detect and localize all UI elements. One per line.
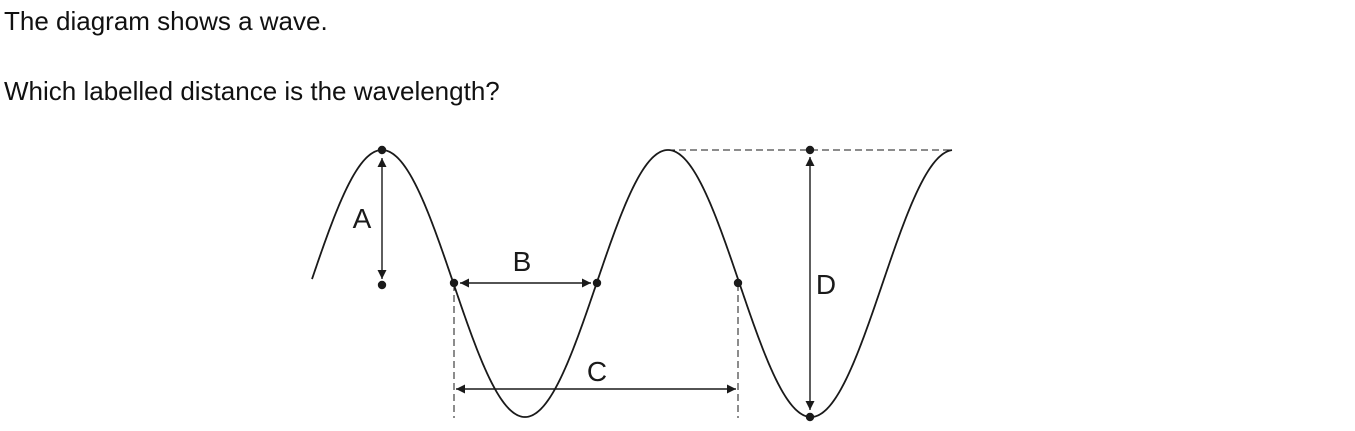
point-d-top (805, 145, 815, 155)
wave-curve (311, 149, 953, 418)
point-a-top (377, 145, 387, 155)
point-b-right (592, 278, 602, 288)
label-b: B (513, 246, 532, 277)
point-c-right (733, 278, 743, 288)
question-intro: The diagram shows a wave. (4, 6, 328, 36)
point-b-left (449, 278, 459, 288)
point-d-bottom (805, 412, 815, 422)
label-c: C (587, 356, 607, 387)
label-a: A (353, 203, 372, 234)
label-d: D (816, 269, 836, 300)
point-a-bottom (377, 280, 387, 290)
question-prompt: Which labelled distance is the wavelengt… (4, 76, 500, 106)
